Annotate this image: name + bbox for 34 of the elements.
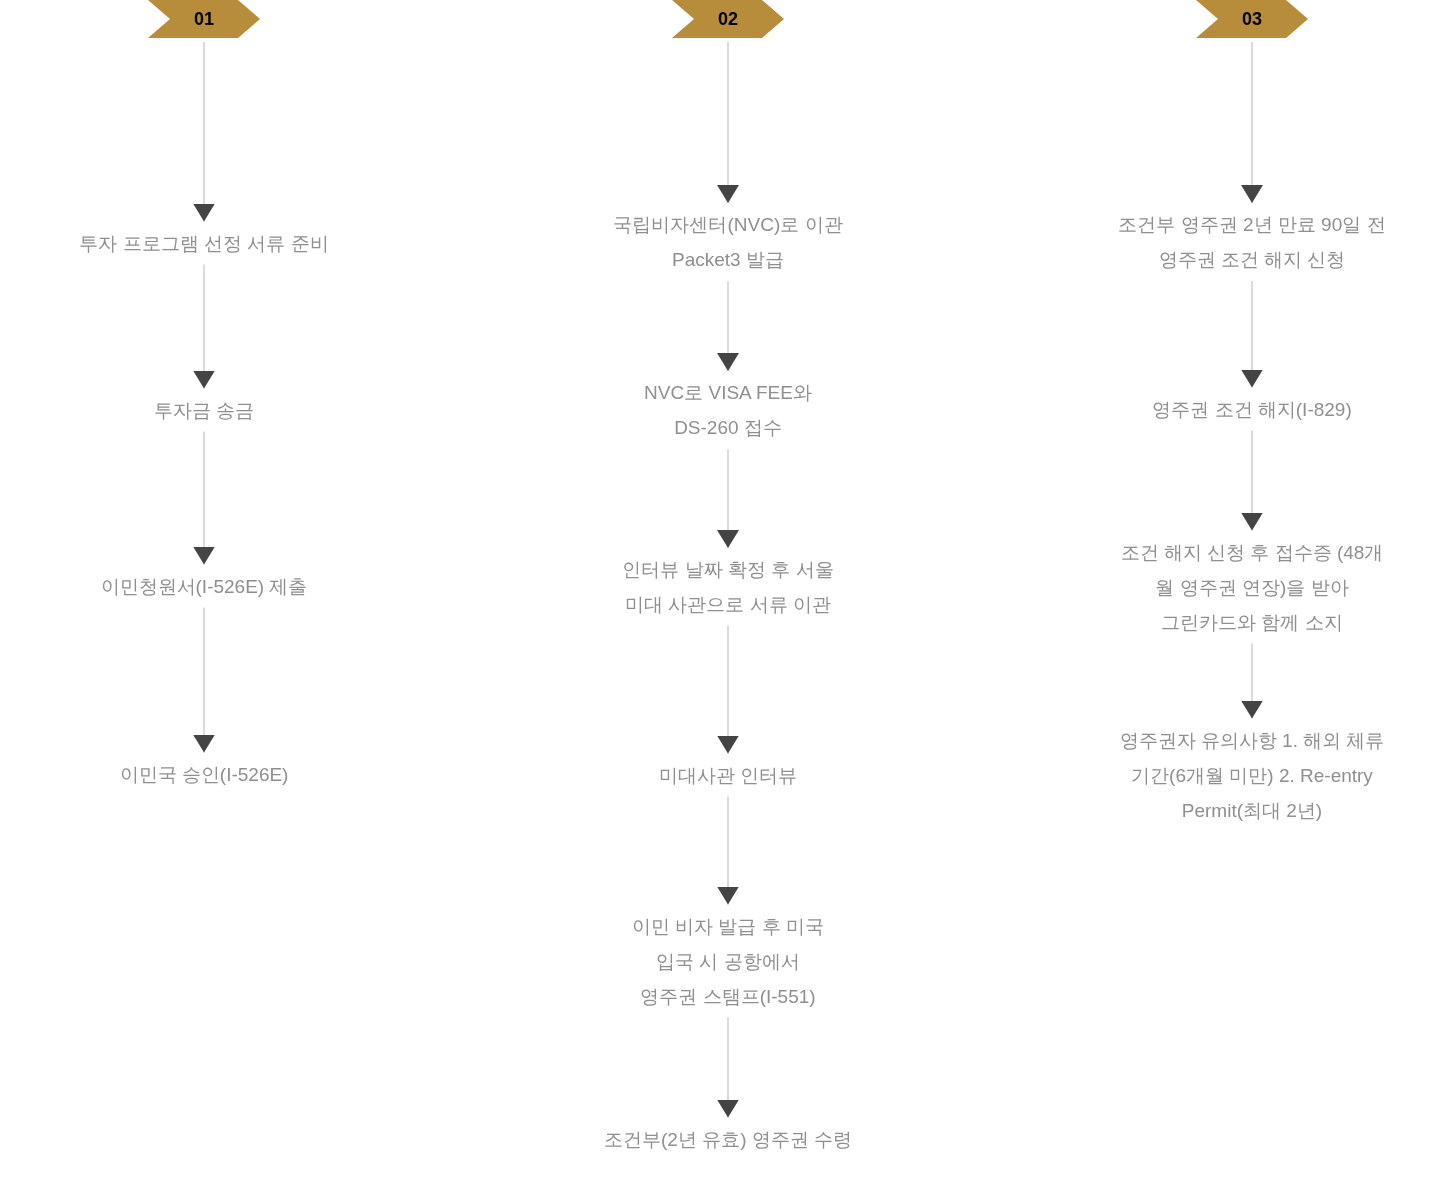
down-arrow (193, 606, 215, 754)
down-arrow (717, 448, 739, 549)
step-text: 국립비자센터(NVC)로 이관 Packet3 발급 (603, 207, 853, 277)
down-arrow (193, 263, 215, 390)
step-text: 이민국 승인(I-526E) (44, 756, 364, 792)
down-arrow (1241, 41, 1263, 204)
chevron-badge (148, 0, 260, 38)
step-number: 03 (1242, 8, 1262, 30)
chevron-badge (672, 0, 784, 38)
step-text: 영주권자 유의사항 1. 해외 체류 기간(6개월 미만) 2. Re-entry Permit(최대 2년) (1112, 722, 1392, 828)
step-text: 미대사관 인터뷰 (568, 757, 888, 793)
step-text: 영주권 조건 해지(I-829) (1092, 391, 1412, 427)
step-text: 조건 해지 신청 후 접수증 (48개 월 영주권 연장)을 받아 그린카드와 함께 소지 (1114, 534, 1390, 640)
down-arrow (1241, 642, 1263, 720)
step-text: 투자 프로그램 선정 서류 준비 (44, 225, 364, 261)
step-number: 02 (718, 8, 738, 30)
down-arrow (193, 430, 215, 566)
down-arrow (717, 625, 739, 755)
down-arrow (1241, 429, 1263, 532)
down-arrow (1241, 280, 1263, 389)
step-number: 01 (194, 8, 214, 30)
step-text: 이민 비자 발급 후 미국 입국 시 공항에서 영주권 스탬프(I-551) (630, 908, 826, 1014)
step-text: 투자금 송금 (44, 392, 364, 428)
down-arrow (717, 280, 739, 372)
down-arrow (193, 41, 215, 223)
down-arrow (717, 41, 739, 204)
down-arrow (717, 1016, 739, 1119)
down-arrow (717, 795, 739, 906)
step-text: 인터뷰 날짜 확정 후 서울 미대 사관으로 서류 이관 (578, 552, 878, 622)
step-text: NVC로 VISA FEE와 DS-260 접수 (635, 375, 821, 445)
step-text: 조건부 영주권 2년 만료 90일 전 영주권 조건 해지 신청 (1102, 207, 1402, 277)
step-text: 이민청원서(I-526E) 제출 (44, 568, 364, 604)
step-text: 조건부(2년 유효) 영주권 수령 (568, 1121, 888, 1157)
chevron-badge (1196, 0, 1308, 38)
